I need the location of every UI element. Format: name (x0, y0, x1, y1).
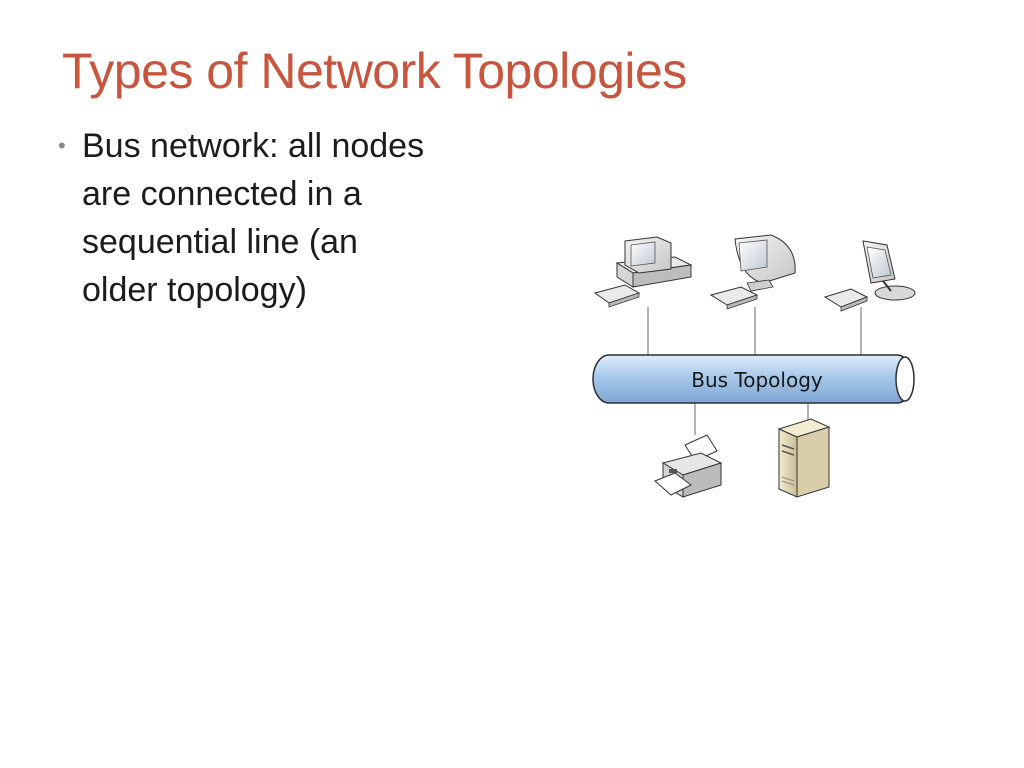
bullet-list: • Bus network: all nodes are connected i… (58, 122, 498, 314)
computer-icon (709, 234, 796, 310)
bullet-item: • Bus network: all nodes are connected i… (58, 122, 498, 314)
bus-connectors (647, 307, 862, 435)
computer-icon (593, 236, 693, 308)
bullet-text: Bus network: all nodes are connected in … (82, 122, 492, 314)
bullet-line-4: older topology) (82, 271, 307, 309)
slide-title: Types of Network Topologies (62, 43, 687, 99)
bus-label: Bus Topology (691, 368, 823, 392)
server-icon (777, 418, 831, 498)
computer-icon (823, 240, 916, 312)
bullet-line-1: Bus network: all nodes (82, 127, 425, 165)
bullet-line-2: are connected in a (82, 175, 362, 213)
bullet-marker: • (58, 133, 66, 158)
bullet-line-3: sequential line (an (82, 223, 358, 261)
bus-cable: Bus Topology (592, 354, 915, 404)
printer-icon (654, 434, 723, 498)
bus-topology-diagram: Bus Topology (585, 225, 925, 515)
